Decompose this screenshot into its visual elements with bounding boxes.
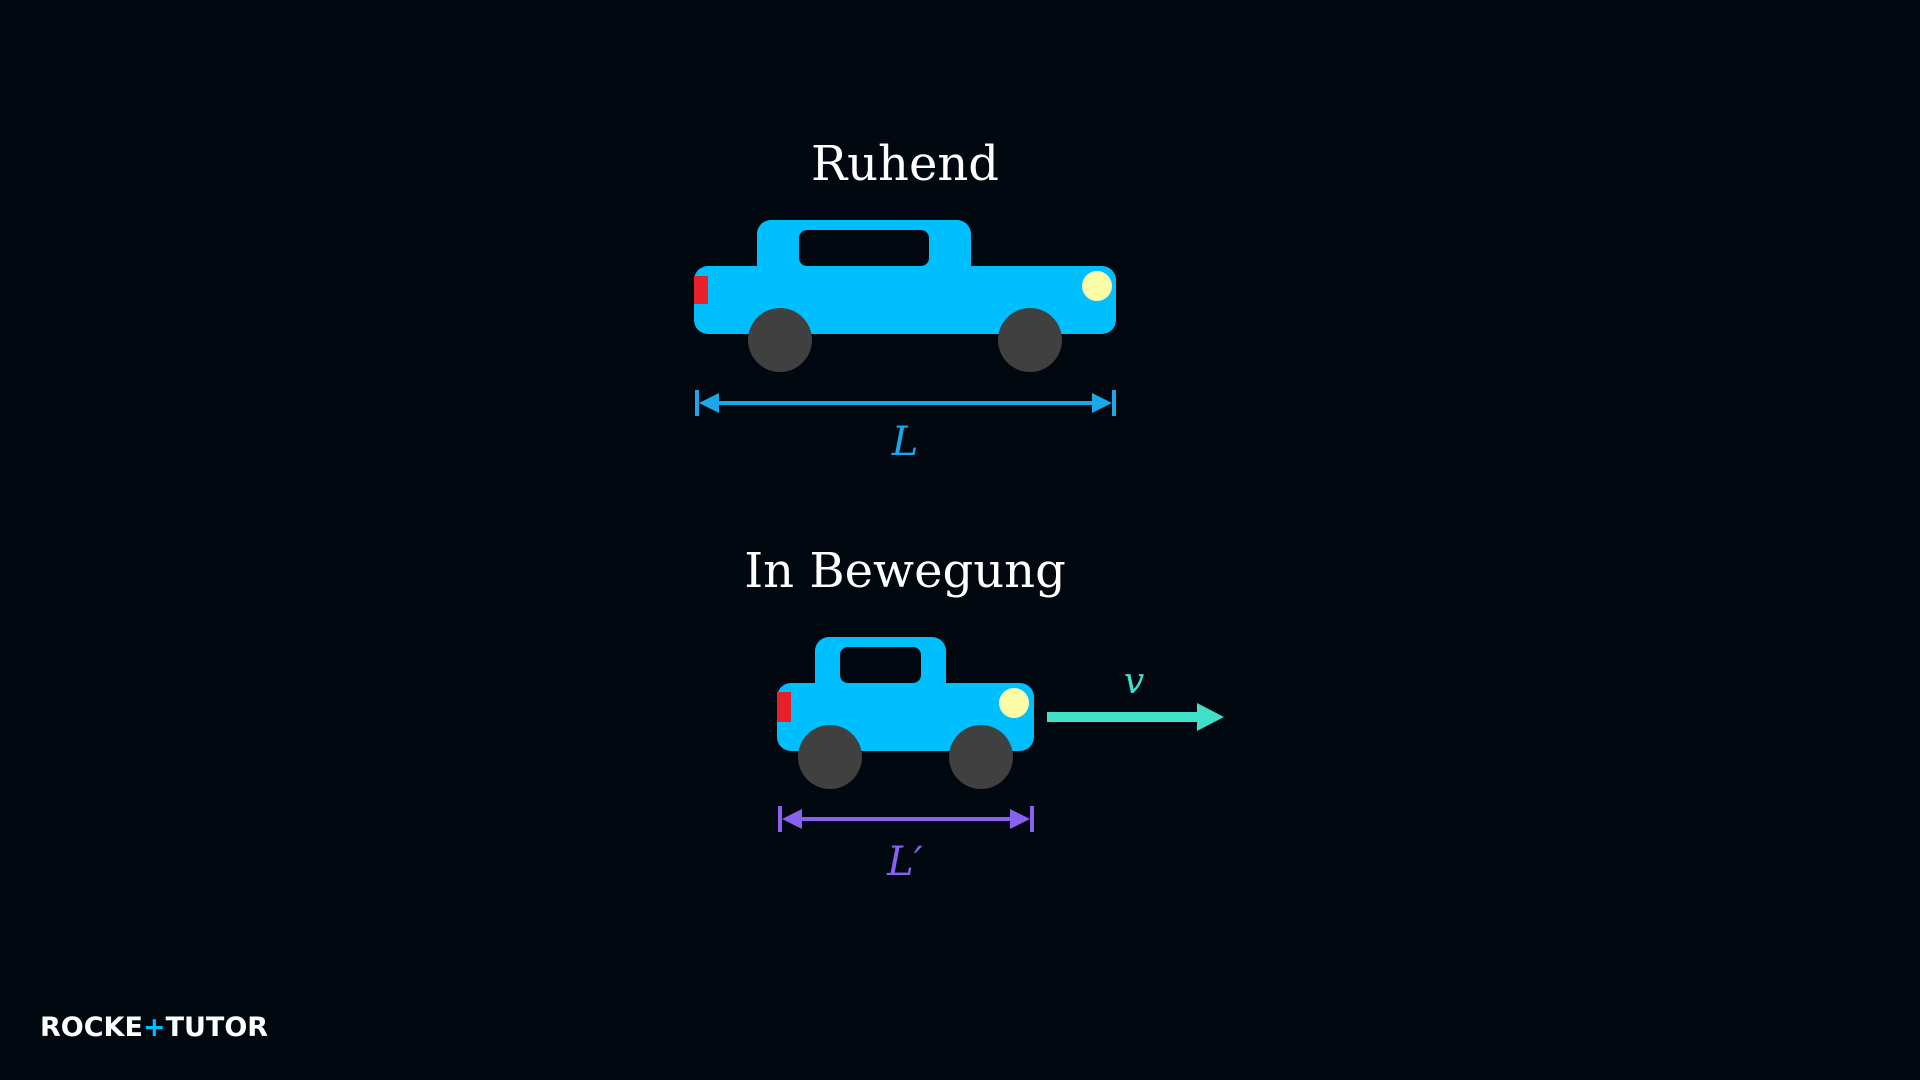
logo-text-1: ROCKE [40, 1012, 143, 1043]
velocity-arrow [1047, 703, 1224, 731]
rocket-tutor-logo: ROCKE+TUTOR [40, 1012, 269, 1043]
car-moving-body-group [777, 637, 1034, 789]
car-rest-taillight [694, 276, 708, 304]
title-moving: In Bewegung [744, 543, 1066, 599]
car-moving-window [840, 647, 921, 683]
car-moving-headlight [999, 688, 1029, 718]
car-rest-wheel-front [998, 308, 1062, 372]
velocity-label: v [1123, 661, 1145, 702]
car-rest-wheel-rear [748, 308, 812, 372]
logo-text-2: TUTO [165, 1012, 248, 1043]
car-moving-taillight [777, 692, 791, 722]
length-arrow-rest [695, 390, 1116, 416]
logo-text-3: R [247, 1012, 269, 1043]
car-rest-headlight [1082, 271, 1112, 301]
length-arrow-moving [778, 806, 1034, 832]
length-label-rest: L [891, 419, 919, 465]
car-rest-window [799, 230, 929, 266]
car-moving-wheel-rear [798, 725, 862, 789]
car-moving-wheel-front [949, 725, 1013, 789]
length-label-moving: L′ [887, 839, 923, 885]
title-rest: Ruhend [810, 136, 999, 192]
car-rest-body-group [694, 220, 1116, 372]
logo-plus-icon: + [142, 1012, 166, 1043]
